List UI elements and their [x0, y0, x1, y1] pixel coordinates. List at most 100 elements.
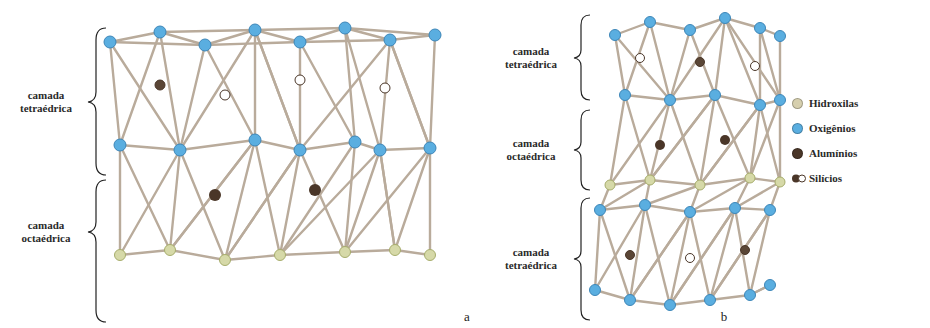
oxygen-atoms	[710, 90, 721, 101]
oxygen-atoms	[590, 285, 601, 296]
legend-swatch	[792, 98, 803, 109]
figure-letter: b	[712, 310, 736, 323]
bond-lines	[595, 205, 770, 305]
bond-lines	[180, 148, 430, 260]
oxygen-atoms	[104, 36, 116, 48]
hydroxyl-atoms	[605, 180, 615, 190]
oxygen-atoms	[720, 13, 731, 24]
legend-text: Silícios	[809, 172, 842, 184]
bond-lines	[615, 18, 780, 105]
bond-lines	[110, 30, 430, 150]
hydroxyl-atoms	[115, 173, 786, 266]
brace	[88, 180, 106, 322]
oxygen-atoms	[104, 13, 786, 311]
bond-lines	[120, 140, 430, 260]
brace	[88, 15, 590, 322]
bond-lines	[610, 95, 780, 185]
aluminium-atoms	[209, 189, 221, 201]
legend-item: Alumínios	[792, 147, 857, 159]
silicon-atoms	[380, 83, 390, 93]
oxygen-atoms	[645, 17, 656, 28]
brace	[574, 198, 590, 320]
hydroxyl-atoms	[775, 177, 785, 187]
oxygen-atoms	[775, 31, 786, 42]
oxygen-atoms	[424, 142, 436, 154]
silicon-atoms	[751, 62, 760, 71]
silicon-atoms	[295, 75, 305, 85]
oxygen-atoms	[665, 300, 676, 311]
aluminium-atoms	[209, 135, 730, 201]
oxygen-atoms	[755, 100, 766, 111]
legend-item: Oxigênios	[792, 122, 855, 134]
silicon-atoms	[220, 90, 230, 100]
hydroxyl-atoms	[425, 250, 436, 261]
oxygen-atoms	[249, 24, 261, 36]
aluminium-atoms	[720, 135, 730, 145]
legend-item: Silícios	[792, 172, 842, 184]
bond-lines	[110, 18, 780, 305]
oxygen-atoms	[625, 295, 636, 306]
bond-lines	[615, 18, 780, 100]
silicon-atoms	[686, 254, 695, 263]
hydroxyl-atoms	[695, 180, 705, 190]
layer-label: camada tetraédrica	[492, 45, 570, 71]
oxygen-atoms	[429, 29, 441, 41]
bond-lines	[600, 210, 770, 300]
hydroxyl-atoms	[115, 250, 126, 261]
oxygen-atoms	[154, 26, 166, 38]
oxygen-atoms	[755, 23, 766, 34]
oxygen-atoms	[249, 134, 261, 146]
silicon-atoms	[155, 80, 165, 90]
oxygen-atoms	[665, 95, 676, 106]
oxygen-atoms	[595, 205, 606, 216]
legend-symbol	[792, 173, 808, 184]
bond-lines	[670, 100, 780, 185]
layer-label: camada octaédrica	[492, 137, 570, 163]
hydroxyl-atoms	[745, 173, 755, 183]
bond-lines	[645, 205, 750, 305]
silicon-atoms	[626, 251, 635, 260]
hydroxyl-atoms	[165, 245, 176, 256]
legend-swatch	[792, 148, 803, 159]
hydroxyl-atoms	[220, 255, 231, 266]
layer-label: camada tetraédrica	[492, 246, 570, 272]
brace	[574, 15, 590, 100]
aluminium-atoms	[309, 184, 321, 196]
bond-lines	[625, 95, 750, 180]
oxygen-atoms	[685, 25, 696, 36]
oxygen-atoms	[730, 203, 741, 214]
oxygen-atoms	[339, 22, 351, 34]
oxygen-atoms	[610, 30, 621, 41]
oxygen-atoms	[620, 90, 631, 101]
silicon-atoms	[741, 246, 750, 255]
hydroxyl-atoms	[390, 245, 401, 256]
bond-lines	[160, 28, 435, 35]
hydroxyl-atoms	[340, 247, 351, 258]
oxygen-atoms	[775, 95, 786, 106]
figure-letter: a	[455, 310, 479, 323]
silicon-atoms	[636, 54, 645, 63]
brace	[88, 28, 106, 175]
oxygen-atoms	[705, 295, 716, 306]
hydroxyl-atoms	[645, 175, 655, 185]
legend-swatch	[792, 123, 803, 134]
oxygen-atoms	[174, 144, 186, 156]
layer-label: camada tetraédrica	[8, 89, 84, 115]
silicon-symbol	[799, 175, 806, 182]
legend-text: Hidroxilas	[809, 97, 858, 109]
oxygen-atoms	[294, 144, 306, 156]
legend-text: Alumínios	[809, 147, 857, 159]
oxygen-atoms	[114, 139, 126, 151]
bond-lines	[615, 18, 780, 36]
brace	[574, 110, 590, 190]
oxygen-atoms	[765, 205, 776, 216]
aluminium-atoms	[655, 140, 665, 150]
oxygen-atoms	[745, 290, 756, 301]
legend-text: Oxigênios	[809, 122, 855, 134]
legend-item: Hidroxilas	[792, 97, 858, 109]
oxygen-atoms	[199, 39, 211, 51]
oxygen-atoms	[374, 144, 386, 156]
bond-lines	[110, 28, 435, 150]
bond-lines	[120, 140, 395, 255]
